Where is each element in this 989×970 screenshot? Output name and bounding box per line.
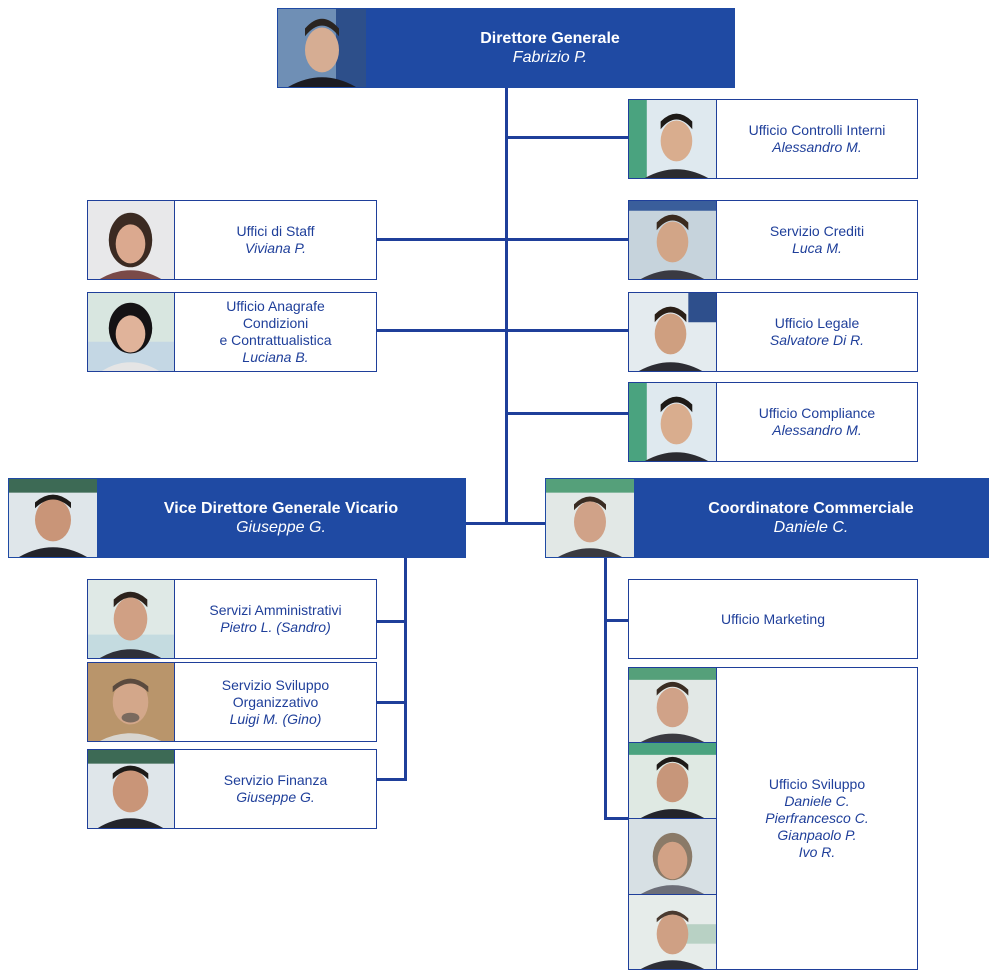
connector-anagrafe-legale — [376, 329, 629, 332]
node-person: Pietro L. (Sandro) — [220, 619, 331, 635]
photo-compliance — [629, 383, 717, 461]
node-person: Viviana P. — [245, 240, 306, 256]
node-title-line-2: Organizzativo — [232, 693, 319, 710]
person-pierfrancesco: Pierfrancesco C. — [765, 809, 869, 826]
node-servizio-crediti: Servizio Crediti Luca M. — [628, 200, 918, 280]
node-uffici-staff: Uffici di Staff Viviana P. — [87, 200, 377, 280]
node-person: Giuseppe G. — [236, 789, 315, 805]
connector-staff-crediti — [376, 238, 629, 241]
photo-commerciale — [546, 479, 634, 557]
node-title: Servizio Finanza — [223, 772, 328, 788]
node-title: Vice Direttore Generale Vicario — [163, 500, 399, 517]
node-title: Ufficio Controlli Interni — [748, 122, 886, 138]
photo-vice — [9, 479, 97, 557]
photo-sviluppo-4 — [629, 895, 717, 969]
photo-sviluppo-2 — [629, 743, 717, 819]
connector-sviluppo — [604, 817, 629, 820]
photo-direttore — [278, 9, 366, 87]
node-ufficio-marketing: Ufficio Marketing — [628, 579, 918, 659]
person-gianpaolo: Gianpaolo P. — [777, 826, 857, 843]
photo-staff — [88, 201, 175, 279]
connector-sviluppo-org — [376, 701, 407, 704]
photo-controlli — [629, 100, 717, 178]
node-servizio-finanza: Servizio Finanza Giuseppe G. — [87, 749, 377, 829]
node-person: Salvatore Di R. — [769, 332, 865, 348]
node-servizio-sviluppo-organizzativo: Servizio Sviluppo Organizzativo Luigi M.… — [87, 662, 377, 742]
node-ufficio-anagrafe: Ufficio Anagrafe Condizioni e Contrattua… — [87, 292, 377, 372]
node-person: Luciana B. — [242, 349, 309, 365]
connector-finanza — [376, 778, 407, 781]
commercial-branch-line — [604, 556, 607, 820]
person-ivo: Ivo R. — [798, 843, 836, 860]
node-coordinatore-commerciale: Coordinatore Commerciale Daniele C. — [545, 478, 989, 558]
connector-compliance — [505, 412, 629, 415]
node-person: Fabrizio P. — [512, 49, 588, 66]
photo-sviluppo-3 — [629, 819, 717, 895]
node-servizi-amministrativi: Servizi Amministrativi Pietro L. (Sandro… — [87, 579, 377, 659]
photo-sviluppo-org — [88, 663, 175, 741]
connector-controlli — [505, 136, 629, 139]
node-title: Servizio Crediti — [769, 223, 865, 239]
node-person: Luca M. — [792, 240, 842, 256]
node-vice-direttore: Vice Direttore Generale Vicario Giuseppe… — [8, 478, 466, 558]
node-person: Daniele C. — [773, 519, 849, 536]
node-ufficio-sviluppo: Ufficio Sviluppo Daniele C. Pierfrancesc… — [628, 667, 918, 970]
photo-sviluppo-1 — [629, 668, 717, 743]
node-title: Ufficio Compliance — [758, 405, 876, 421]
node-title-line-2: Condizioni — [242, 315, 309, 331]
connector-amministrativi — [376, 620, 407, 623]
node-person: Alessandro M. — [772, 139, 862, 155]
node-title: Ufficio Marketing — [720, 610, 825, 627]
trunk-line — [505, 88, 508, 524]
node-person: Luigi M. (Gino) — [229, 710, 322, 727]
connector-marketing — [604, 619, 629, 622]
node-title: Uffici di Staff — [236, 223, 315, 239]
node-title-line-1: Ufficio Anagrafe — [226, 298, 325, 314]
node-controlli-interni: Ufficio Controlli Interni Alessandro M. — [628, 99, 918, 179]
node-person: Giuseppe G. — [236, 519, 326, 536]
node-title-line-3: e Contrattualistica — [219, 332, 332, 348]
node-title: Coordinatore Commerciale — [708, 500, 914, 517]
node-title: Servizi Amministrativi — [209, 602, 342, 618]
node-ufficio-compliance: Ufficio Compliance Alessandro M. — [628, 382, 918, 462]
connector-vice-commercial — [466, 522, 546, 525]
node-title: Ufficio Sviluppo — [768, 775, 866, 792]
photo-legale — [629, 293, 717, 371]
node-title: Direttore Generale — [480, 30, 620, 47]
person-daniele: Daniele C. — [784, 792, 850, 809]
node-direttore-generale: Direttore Generale Fabrizio P. — [277, 8, 735, 88]
node-person: Alessandro M. — [772, 422, 862, 438]
photo-finanza — [88, 750, 175, 828]
vice-branch-line — [404, 556, 407, 781]
photo-crediti — [629, 201, 717, 279]
photo-amministrativi — [88, 580, 175, 658]
photo-anagrafe — [88, 293, 175, 371]
node-ufficio-legale: Ufficio Legale Salvatore Di R. — [628, 292, 918, 372]
node-title: Ufficio Legale — [774, 315, 860, 331]
node-title-line-1: Servizio Sviluppo — [221, 676, 330, 693]
